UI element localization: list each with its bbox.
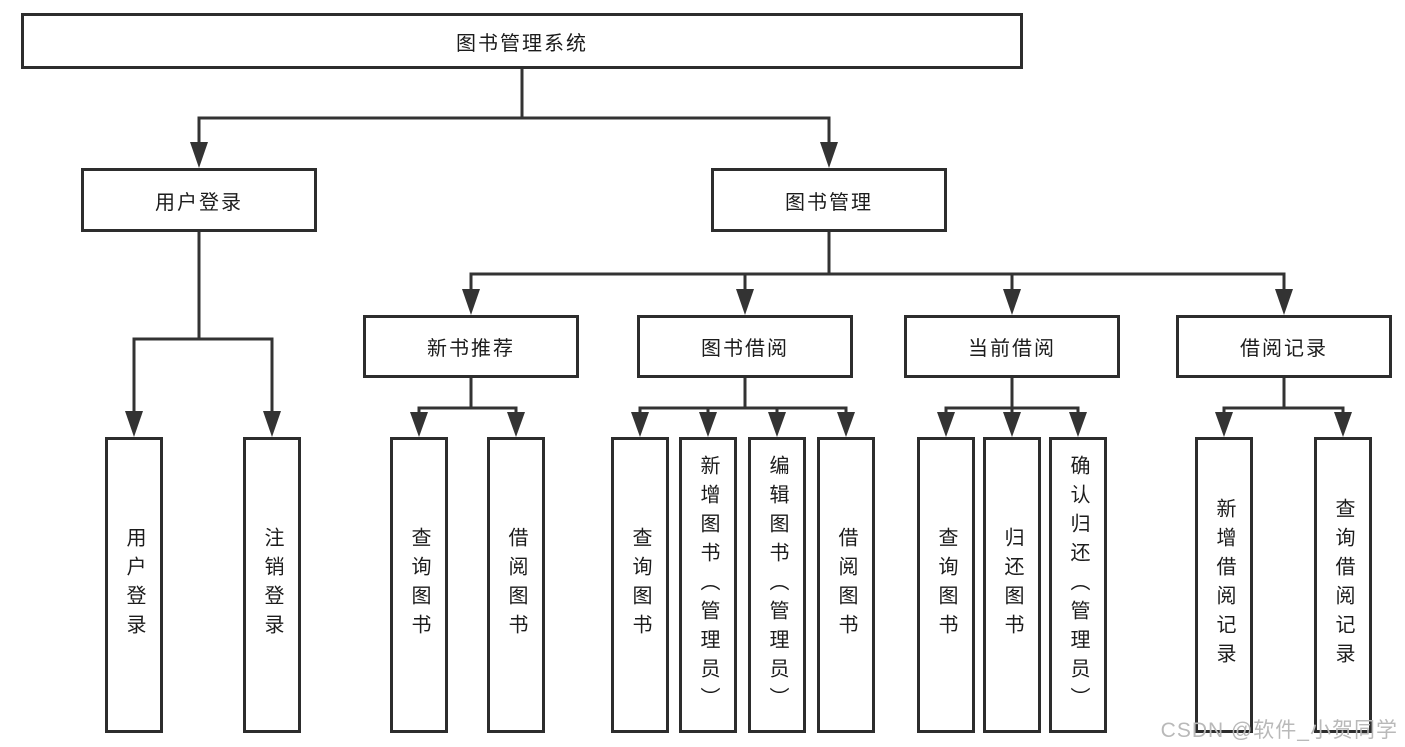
arrowhead (937, 412, 955, 437)
arrowhead (263, 411, 281, 437)
node-label: 借阅图书 (835, 527, 857, 643)
node-label: 注销登录 (261, 527, 283, 643)
node-label: 借阅图书 (505, 527, 527, 643)
node-label: 图书借阅 (701, 338, 789, 360)
arrowhead (462, 289, 480, 315)
node-label: 查询图书 (408, 527, 430, 643)
arrowhead (837, 412, 855, 437)
leaf-query-books-recommend: 查询图书 (390, 437, 448, 733)
arrowhead (125, 411, 143, 437)
node-label: 图书管理 (785, 191, 873, 214)
leaf-return-book: 归还图书 (983, 437, 1041, 733)
leaf-logout-login: 注销登录 (243, 437, 301, 733)
node-label: 当前借阅 (968, 338, 1056, 360)
arrowhead (507, 412, 525, 437)
node-current-borrow: 当前借阅 (904, 315, 1120, 378)
arrowhead (1069, 412, 1087, 437)
arrowhead (768, 412, 786, 437)
leaf-confirm-return-admin: 确认归还（管理员） (1049, 437, 1107, 733)
node-label: 归还图书 (1001, 527, 1023, 643)
arrowhead (1334, 412, 1352, 437)
node-book-borrow: 图书借阅 (637, 315, 853, 378)
leaf-user-login: 用户登录 (105, 437, 163, 733)
node-user-login: 用户登录 (81, 168, 317, 232)
leaf-add-book-admin: 新增图书（管理员） (679, 437, 737, 733)
node-label: 新书推荐 (427, 338, 515, 360)
node-label: 查询图书 (935, 527, 957, 643)
leaf-edit-book-admin: 编辑图书（管理员） (748, 437, 806, 733)
node-book-management: 图书管理 (711, 168, 947, 232)
csdn-watermark: CSDN @软件_小贺同学 (1160, 719, 1398, 742)
node-label: 确认归还（管理员） (1067, 454, 1089, 716)
node-system-root: 图书管理系统 (21, 13, 1023, 69)
node-borrow-records: 借阅记录 (1176, 315, 1392, 378)
arrowhead (1003, 412, 1021, 437)
node-label: 图书管理系统 (456, 32, 588, 55)
node-label: 新增图书（管理员） (697, 454, 719, 716)
arrowhead (1003, 289, 1021, 315)
node-label: 借阅记录 (1240, 338, 1328, 360)
arrowhead (820, 142, 838, 168)
arrowhead (699, 412, 717, 437)
leaf-borrow-books: 借阅图书 (817, 437, 875, 733)
leaf-borrow-books-recommend: 借阅图书 (487, 437, 545, 733)
node-label: 用户登录 (155, 191, 243, 214)
leaf-query-borrow-record: 查询借阅记录 (1314, 437, 1372, 733)
node-label: 编辑图书（管理员） (766, 454, 788, 716)
node-label: 用户登录 (123, 527, 145, 643)
arrowhead (631, 412, 649, 437)
leaf-query-books-current: 查询图书 (917, 437, 975, 733)
arrowhead (736, 289, 754, 315)
arrowhead (1275, 289, 1293, 315)
node-new-book-recommend: 新书推荐 (363, 315, 579, 378)
arrowhead (190, 142, 208, 168)
leaf-query-books-borrow: 查询图书 (611, 437, 669, 733)
arrowhead (1215, 412, 1233, 437)
node-label: 查询图书 (629, 527, 651, 643)
node-label: 查询借阅记录 (1332, 498, 1354, 672)
arrowhead (410, 412, 428, 437)
leaf-add-borrow-record: 新增借阅记录 (1195, 437, 1253, 733)
node-label: 新增借阅记录 (1213, 498, 1235, 672)
